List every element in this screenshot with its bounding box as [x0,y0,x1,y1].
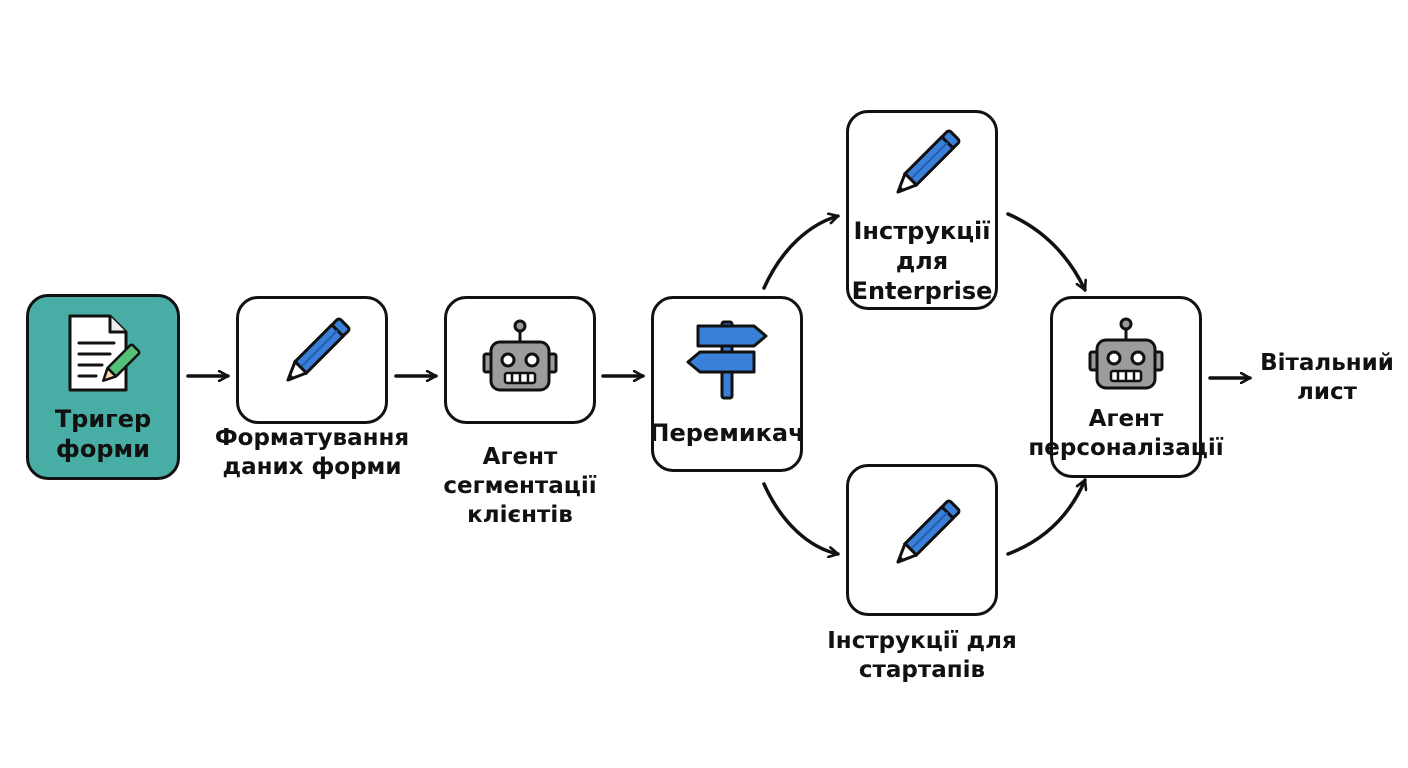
format-data-label: Форматування даних форми [214,425,410,480]
switch-label: Перемикач [649,419,805,447]
pencil-icon [896,129,961,194]
edge-switch-to-startups [762,482,840,554]
edge-switch-to-enterprise [762,216,840,290]
form-trigger-label: Тригер форми [54,405,152,463]
personalization-agent-label: Агент персоналізації [1028,406,1224,461]
document-pencil-icon [68,314,141,392]
edge-startups-to-personalization [1006,478,1085,556]
enterprise-instructions-node[interactable] [846,110,998,310]
pencil-icon [286,317,351,382]
startup-instructions-label: Інструкції для стартапів [827,628,1017,683]
robot-icon [1088,317,1164,390]
signpost-icon [686,320,768,400]
enterprise-instructions-label: Інструкції для Enterprise [851,217,993,305]
pencil-icon [896,499,961,564]
welcome-letter-label: Вітальний лист [1260,350,1394,405]
robot-icon [482,319,558,392]
edge-enterprise-to-personalization [1006,212,1085,292]
segmentation-agent-label: Агент сегментації клієнтів [443,444,597,528]
